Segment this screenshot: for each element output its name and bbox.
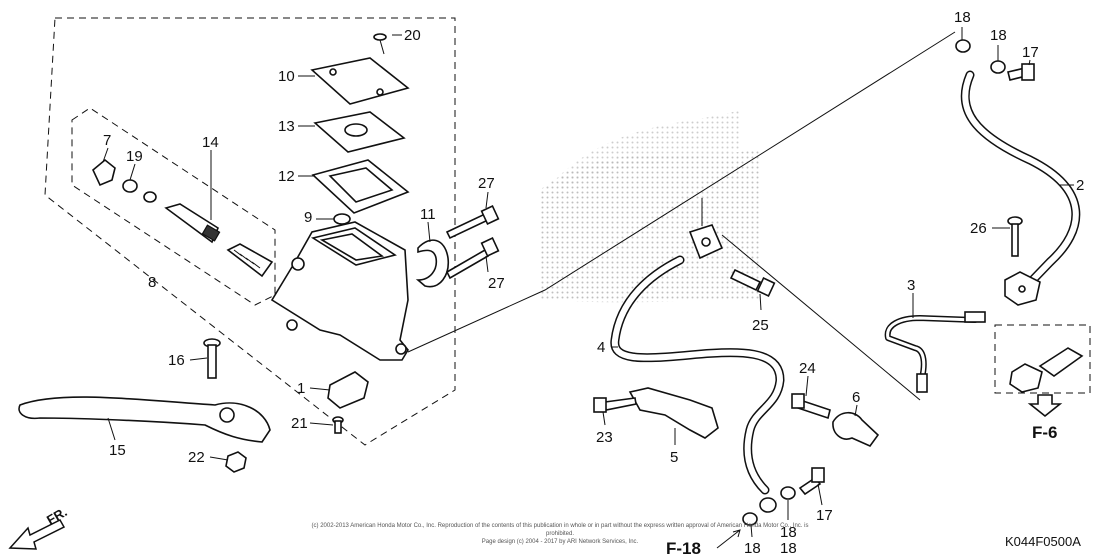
callout-18-top-a[interactable]: 18 — [954, 9, 971, 26]
callout-19[interactable]: 19 — [126, 148, 143, 165]
three-way-joint[interactable] — [688, 224, 724, 260]
callout-2[interactable]: 2 — [1076, 177, 1084, 194]
spring[interactable] — [226, 243, 274, 278]
pivot-bolt-16[interactable] — [203, 338, 221, 379]
reference-f18[interactable]: F-18 — [666, 539, 701, 558]
callout-20[interactable]: 20 — [404, 27, 421, 44]
callout-3[interactable]: 3 — [907, 277, 915, 294]
oil-bolt-17-top[interactable] — [1007, 63, 1035, 81]
washer[interactable] — [143, 191, 157, 203]
callout-13[interactable]: 13 — [278, 118, 295, 135]
brake-hose-upper[interactable] — [610, 255, 785, 495]
joint-bolt-26[interactable] — [1007, 216, 1023, 257]
f6-inset-joint[interactable] — [1009, 347, 1084, 393]
f6-inset-boundary — [994, 324, 1091, 394]
reservoir-cap[interactable] — [310, 57, 410, 105]
copyright-notice: (c) 2002-2013 American Honda Motor Co., … — [300, 522, 820, 546]
f18-arrow — [716, 529, 741, 549]
master-cylinder-body[interactable] — [270, 221, 409, 361]
callout-27-lower[interactable]: 27 — [488, 275, 505, 292]
diagram-code: K044F0500A — [1005, 534, 1081, 549]
sealing-washer-18-top-b[interactable] — [990, 60, 1006, 74]
reference-f6[interactable]: F-6 — [1032, 423, 1058, 442]
callout-18-lower-a[interactable]: 18 — [744, 540, 761, 557]
callout-18-lower-b[interactable]: 18 — [780, 524, 797, 541]
holder-bolt-upper[interactable] — [445, 205, 500, 240]
brake-pipe[interactable] — [884, 311, 986, 393]
copyright-line-1: (c) 2002-2013 American Honda Motor Co., … — [311, 523, 809, 537]
callout-16[interactable]: 16 — [168, 352, 185, 369]
brake-hose-long[interactable] — [960, 70, 1081, 293]
oil-bolt-17-lower[interactable] — [798, 467, 825, 496]
clamp-bolt-24[interactable] — [791, 393, 831, 420]
hose-joint-block[interactable] — [1004, 271, 1041, 306]
sealing-washer-18-lower-a[interactable] — [742, 512, 758, 526]
leader-master-to-hose — [407, 31, 956, 353]
callout-18-top-b[interactable]: 18 — [990, 27, 1007, 44]
callout-leaders — [102, 27, 1074, 538]
leader-joint-to-pipe — [701, 198, 921, 401]
callout-18-lower-c[interactable]: 18 — [780, 540, 797, 557]
holder-bolt-lower[interactable] — [445, 237, 500, 280]
callout-7[interactable]: 7 — [103, 132, 111, 149]
diaphragm[interactable] — [311, 159, 410, 214]
callout-10[interactable]: 10 — [278, 68, 295, 85]
callout-4[interactable]: 4 — [597, 339, 605, 356]
callout-22[interactable]: 22 — [188, 449, 205, 466]
callout-5[interactable]: 5 — [670, 449, 678, 466]
front-direction-label: FR. — [44, 504, 70, 527]
callout-1[interactable]: 1 — [297, 380, 305, 397]
f6-arrow — [1027, 394, 1063, 418]
master-cylinder-assembly-boundary — [44, 17, 456, 446]
piston[interactable] — [164, 203, 221, 244]
watermark-wing-logo — [540, 110, 760, 303]
cap-screw-20[interactable] — [373, 33, 387, 55]
callout-21[interactable]: 21 — [291, 415, 308, 432]
callout-27-upper[interactable]: 27 — [478, 175, 495, 192]
callout-17-top[interactable]: 17 — [1022, 44, 1039, 61]
callout-23[interactable]: 23 — [596, 429, 613, 446]
callout-14[interactable]: 14 — [202, 134, 219, 151]
copyright-line-2: Page design (c) 2004 - 2017 by ARI Netwo… — [481, 539, 639, 545]
callout-6[interactable]: 6 — [852, 389, 860, 406]
sealing-washer-18-lower-b[interactable] — [780, 486, 796, 500]
callout-25[interactable]: 25 — [752, 317, 769, 334]
callout-17-lower[interactable]: 17 — [816, 507, 833, 524]
brake-switch[interactable] — [327, 371, 369, 409]
callout-26[interactable]: 26 — [970, 220, 987, 237]
boot-7[interactable] — [92, 158, 116, 187]
hose-clamp-6[interactable] — [832, 411, 880, 447]
reservoir-plate[interactable] — [313, 111, 406, 153]
callout-9[interactable]: 9 — [304, 209, 312, 226]
callout-12[interactable]: 12 — [278, 168, 295, 185]
callout-24[interactable]: 24 — [799, 360, 816, 377]
callout-8[interactable]: 8 — [148, 274, 156, 291]
sealing-washer-18-top-a[interactable] — [955, 39, 971, 53]
lower-hose-eye[interactable] — [759, 497, 777, 513]
switch-screw-21[interactable] — [332, 416, 344, 434]
pivot-nut-22[interactable] — [225, 451, 247, 473]
circlip-19[interactable] — [122, 179, 138, 193]
callout-15[interactable]: 15 — [109, 442, 126, 459]
stay-bolt-23[interactable] — [593, 397, 637, 413]
front-direction-arrow: FR. — [8, 504, 70, 550]
joint-bolt-25[interactable] — [729, 268, 776, 297]
holder[interactable] — [415, 239, 450, 288]
clip-9[interactable] — [333, 213, 351, 225]
hose-clamp-stay[interactable] — [628, 387, 719, 439]
brake-lever[interactable] — [18, 396, 271, 443]
callout-11[interactable]: 11 — [420, 206, 436, 223]
callout-labels: 1 2 3 4 5 6 7 8 9 10 11 12 13 14 15 16 1… — [103, 9, 1084, 557]
